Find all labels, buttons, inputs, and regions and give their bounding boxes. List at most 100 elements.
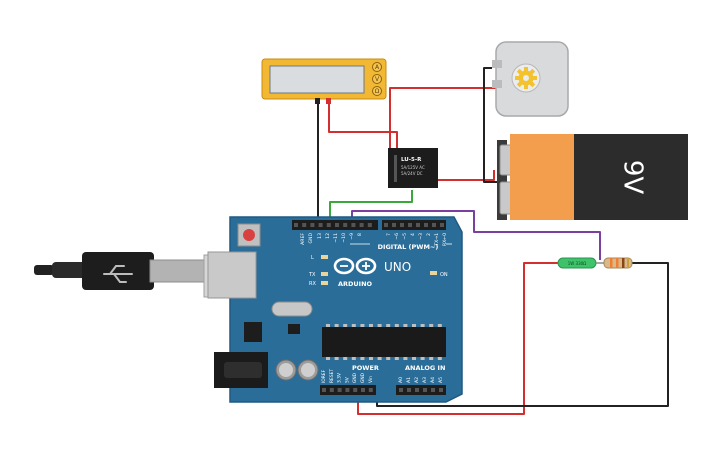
chip-pin — [403, 324, 408, 327]
analog-pin-hole[interactable] — [407, 388, 411, 392]
digital-pin-hole[interactable] — [351, 223, 356, 227]
digital-pin-hole[interactable] — [310, 223, 315, 227]
multimeter-label-ohm: Ω — [375, 88, 380, 95]
power-pin-label: 5V — [344, 377, 350, 383]
digital-pin-hole[interactable] — [440, 223, 444, 227]
small-chip — [288, 324, 300, 334]
chip-pin — [412, 324, 416, 327]
chip-pin — [351, 357, 356, 360]
relay[interactable]: LU-5-R 5A/125V AC 5A/24V DC — [388, 148, 438, 188]
atmega-chip — [322, 324, 446, 360]
wire-purple-pin-resistor — [351, 210, 601, 260]
power-pin-label: RESET — [329, 369, 335, 383]
chip-pin — [377, 324, 382, 327]
power-pin-hole[interactable] — [353, 388, 358, 392]
digital-pin-hole[interactable] — [359, 223, 364, 227]
digital-pin-hole[interactable] — [416, 223, 420, 227]
digital-pin-hole[interactable] — [335, 223, 339, 227]
arduino-model: UNO — [384, 260, 411, 274]
power-pin-hole[interactable] — [337, 388, 342, 392]
multimeter-label-v: V — [375, 76, 380, 83]
digital-pin-label: ~9 — [349, 233, 355, 240]
chip-pin — [437, 357, 442, 360]
digital-pin-label: 7 — [386, 233, 392, 236]
power-pin-label: GND — [352, 372, 358, 383]
multimeter-terminal-v[interactable] — [372, 74, 382, 84]
resistor-label: 1W 330Ω — [568, 261, 586, 266]
power-pin-hole[interactable] — [345, 388, 350, 392]
digital-pin-hole[interactable] — [294, 223, 298, 227]
gear-icon — [515, 67, 537, 89]
digital-pin-label: AREF — [300, 233, 306, 245]
digital-pin-label: 12 — [325, 233, 331, 239]
wire-black-motor-battery — [483, 67, 500, 183]
digital-pin-label: ~6 — [394, 233, 400, 240]
power-pin-hole[interactable] — [322, 388, 326, 392]
digital-pin-hole[interactable] — [432, 223, 436, 227]
chip-pin — [360, 357, 365, 360]
wire-red-relay-battery — [437, 170, 495, 181]
analog-pin-hole[interactable] — [415, 388, 419, 392]
chip-pin — [326, 357, 330, 360]
power-pin-hole[interactable] — [368, 388, 373, 392]
chip-pin — [360, 324, 365, 327]
led-resistor[interactable]: 1W 330Ω — [557, 257, 633, 269]
relay-model: LU-5-R — [401, 157, 422, 163]
power-pin-label: Vin — [368, 376, 374, 383]
chip-pin — [420, 357, 425, 360]
digital-pin-label: 4 — [410, 233, 416, 236]
digital-pin-hole[interactable] — [367, 223, 372, 227]
analog-pin-label: A4 — [430, 377, 436, 383]
analog-pin-hole[interactable] — [431, 388, 435, 392]
digital-pin-hole[interactable] — [302, 223, 307, 227]
chip-pin — [343, 357, 348, 360]
power-pin-hole[interactable] — [361, 388, 365, 392]
chip-pin — [351, 324, 356, 327]
analog-pin-label: A1 — [406, 377, 412, 383]
analog-title: ANALOG IN — [405, 364, 445, 372]
digital-pin-label: ~10 — [341, 233, 347, 243]
chip-pin — [403, 357, 408, 360]
digital-pin-hole[interactable] — [326, 223, 331, 227]
digital-pin-hole[interactable] — [392, 223, 396, 227]
reset-button[interactable] — [237, 223, 261, 247]
power-pin-label: GND — [360, 372, 366, 383]
digital-pin-hole[interactable] — [424, 223, 428, 227]
battery-9v[interactable]: 9V — [497, 134, 688, 220]
power-pin-label: IOREF — [321, 369, 327, 383]
digital-pin-hole[interactable] — [384, 223, 388, 227]
analog-pin-label: A0 — [398, 377, 404, 383]
multimeter-label-a: A — [375, 64, 380, 71]
analog-pin-hole[interactable] — [399, 388, 403, 392]
multimeter-terminal-a[interactable] — [372, 62, 382, 72]
digital-pin-label: ~11 — [333, 233, 339, 243]
digital-pin-hole[interactable] — [343, 223, 348, 227]
usb-port[interactable] — [207, 251, 257, 299]
digital-pin-hole[interactable] — [408, 223, 412, 227]
multimeter-terminal-com[interactable] — [372, 86, 382, 96]
analog-pin-hole[interactable] — [423, 388, 427, 392]
multimeter[interactable]: A V Ω — [261, 58, 387, 104]
digital-pin-hole[interactable] — [318, 223, 323, 227]
capacitors — [275, 359, 319, 381]
chip-pin — [326, 324, 330, 327]
dc-motor[interactable] — [492, 41, 569, 117]
chip-pin — [369, 357, 373, 360]
crystal — [271, 301, 313, 317]
power-pin-hole[interactable] — [329, 388, 334, 392]
wire-red-multimeter-relay — [328, 102, 398, 150]
digital-pin-label: RX←0 — [442, 233, 448, 246]
usb-icon — [103, 265, 133, 283]
analog-pin-label: A5 — [438, 377, 444, 383]
chip-pin — [334, 324, 339, 327]
analog-pin-label: A2 — [414, 377, 420, 383]
analog-pin-hole[interactable] — [439, 388, 443, 392]
chip-pin — [429, 357, 434, 360]
voltage-regulator — [244, 322, 262, 342]
digital-pin-hole[interactable] — [400, 223, 404, 227]
digital-pin-label: GND — [308, 233, 314, 244]
